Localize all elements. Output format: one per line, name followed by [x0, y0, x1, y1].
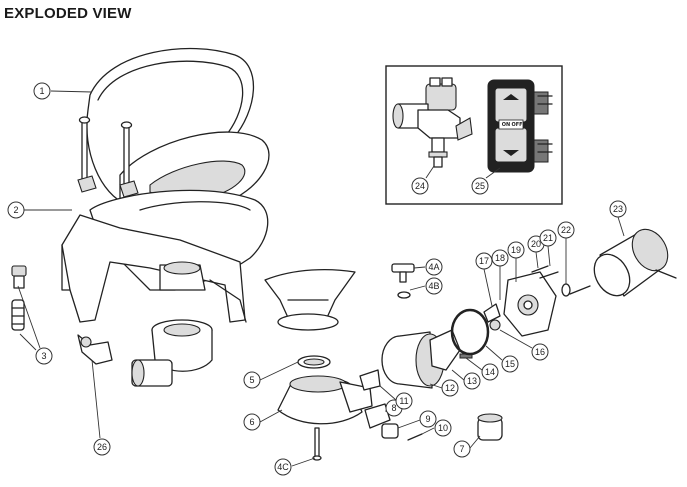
- callout-4c: 4C: [277, 462, 289, 472]
- discharge-funnel-part: [264, 268, 356, 331]
- callout-9: 9: [425, 414, 430, 424]
- callout-25: 25: [475, 181, 485, 191]
- inlet-elbow-part: [77, 334, 113, 365]
- callouts: 1 2 3 26 4A 4B 5 6 4C 7: [7, 82, 627, 476]
- callout-3: 3: [41, 351, 46, 361]
- callout-22: 22: [561, 225, 571, 235]
- washer-part-22: [561, 283, 571, 297]
- hinge-bolts-part: [77, 116, 139, 198]
- callout-5: 5: [249, 375, 254, 385]
- washer-4b-part: [397, 291, 411, 299]
- diagram-title: EXPLODED VIEW: [4, 5, 132, 22]
- callout-10: 10: [438, 423, 448, 433]
- screw-4c-part: [312, 427, 322, 461]
- cap-4a-part: [391, 263, 415, 283]
- callout-19: 19: [511, 245, 521, 255]
- callout-11: 11: [399, 396, 408, 406]
- callout-7: 7: [459, 444, 464, 454]
- solenoid-valve-part: [392, 77, 473, 168]
- inset-panel: ON OFF: [385, 65, 563, 205]
- shaft-seal-part-17: [483, 303, 501, 323]
- outlet-fittings-part: [11, 265, 27, 331]
- impeller-part-8: [364, 403, 391, 429]
- callout-17: 17: [479, 256, 489, 266]
- flange-part-9: [381, 423, 399, 439]
- callout-15: 15: [505, 359, 515, 369]
- callout-8: 8: [391, 403, 396, 413]
- callout-21: 21: [543, 233, 553, 243]
- screw-part-10: [407, 433, 423, 441]
- callout-18: 18: [495, 253, 505, 263]
- callout-20: 20: [531, 239, 541, 249]
- seal-part-16: [489, 319, 501, 331]
- switch-on-label: ON: [502, 122, 510, 128]
- seal-inner: [303, 358, 325, 366]
- bracket-part-11: [359, 369, 381, 391]
- nozzle-part-7: [477, 413, 503, 441]
- callout-6: 6: [249, 417, 254, 427]
- callout-23: 23: [613, 204, 623, 214]
- pump-housing-part: [277, 375, 373, 425]
- screws-part-20-21: [531, 265, 559, 279]
- motor-flange-part: [503, 271, 557, 337]
- pump-assembly-lower-part: [131, 261, 213, 387]
- callout-4b: 4B: [428, 281, 439, 291]
- callout-24: 24: [415, 181, 425, 191]
- callout-2: 2: [13, 205, 18, 215]
- toilet-seat-part: [119, 131, 270, 211]
- switch-off-label: OFF: [511, 122, 522, 128]
- o-ring-part-15: [450, 308, 490, 356]
- callout-12: 12: [445, 383, 455, 393]
- callout-1: 1: [39, 86, 44, 96]
- callout-14: 14: [485, 367, 495, 377]
- motor-part-23: [569, 228, 677, 297]
- control-switch-panel-part: ON OFF: [487, 79, 553, 173]
- callout-13: 13: [467, 376, 477, 386]
- toilet-bowl-part: [61, 189, 269, 323]
- callout-16: 16: [535, 347, 545, 357]
- callout-26: 26: [97, 442, 107, 452]
- callout-4a: 4A: [428, 262, 439, 272]
